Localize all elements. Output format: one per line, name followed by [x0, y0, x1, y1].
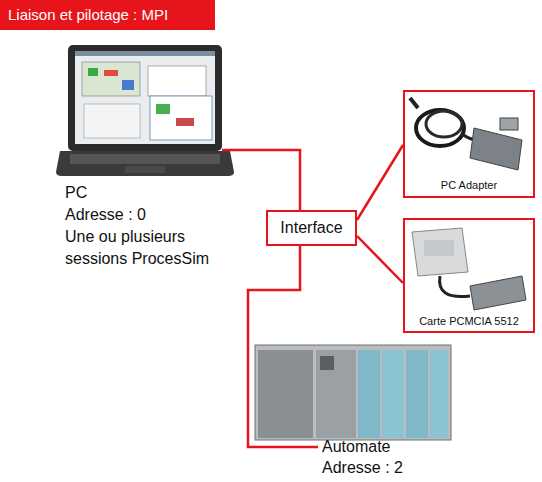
screen-widget	[88, 68, 98, 76]
node-text: PC	[65, 182, 230, 204]
laptop-base	[56, 151, 234, 176]
screen-window	[82, 62, 140, 96]
adapter-box: PC Adapter	[403, 90, 535, 198]
plc-rack	[255, 345, 451, 440]
mpi-cable	[357, 236, 403, 283]
io-module	[430, 350, 448, 438]
node-text: Carte PCMCIA 5512	[405, 314, 533, 328]
pc-node: PCAdresse : 0Une ou plusieurs sessions P…	[60, 42, 230, 270]
cable-coil	[416, 110, 464, 146]
node-text: PC Adapter	[405, 178, 533, 192]
mpi-cable	[357, 145, 403, 220]
screen-window	[150, 96, 212, 140]
power-supply	[258, 350, 313, 438]
node-text: Adresse : 2	[322, 457, 483, 478]
laptop-touchpad	[125, 166, 165, 173]
io-module	[406, 350, 428, 438]
laptop-screen	[75, 51, 215, 144]
cpu-module	[316, 350, 356, 438]
pcmcia-card	[412, 228, 468, 276]
node-text: Interface	[268, 218, 355, 238]
node-text: Une ou plusieurs sessions ProcesSim	[65, 226, 230, 270]
plc-node: AutomateAdresse : 2	[318, 436, 483, 480]
cable	[440, 276, 470, 297]
pcmcia-illustration	[412, 228, 526, 310]
node-text: Automate	[322, 436, 483, 457]
screen-widget	[176, 118, 194, 126]
screen-window	[84, 104, 140, 138]
screen-bar	[75, 51, 215, 56]
mpi-cable	[222, 150, 300, 210]
interface-box: Interface	[266, 210, 357, 246]
plc-illustration	[255, 345, 451, 440]
laptop-illustration	[56, 45, 234, 176]
cable-coil	[426, 111, 462, 137]
mpi-cable	[248, 246, 318, 447]
card-label	[424, 240, 454, 256]
node-text: Adresse : 0	[65, 204, 230, 226]
usb-plug	[410, 98, 418, 108]
adapter-body	[470, 128, 522, 170]
io-module	[382, 350, 404, 438]
screen-widget	[122, 80, 134, 90]
title-band: Liaison et pilotage : MPI	[0, 0, 215, 30]
adapter-connector	[500, 118, 518, 130]
laptop-keyboard	[70, 154, 220, 164]
pcmcia-box: Carte PCMCIA 5512	[403, 218, 535, 333]
screen-widget	[156, 104, 170, 114]
io-module	[358, 350, 380, 438]
connector-body	[470, 276, 526, 310]
screen-window	[148, 66, 206, 96]
pc-adapter-illustration	[410, 98, 522, 170]
screen-widget	[104, 70, 118, 76]
cpu-display	[320, 356, 334, 370]
laptop-lid	[68, 45, 222, 151]
